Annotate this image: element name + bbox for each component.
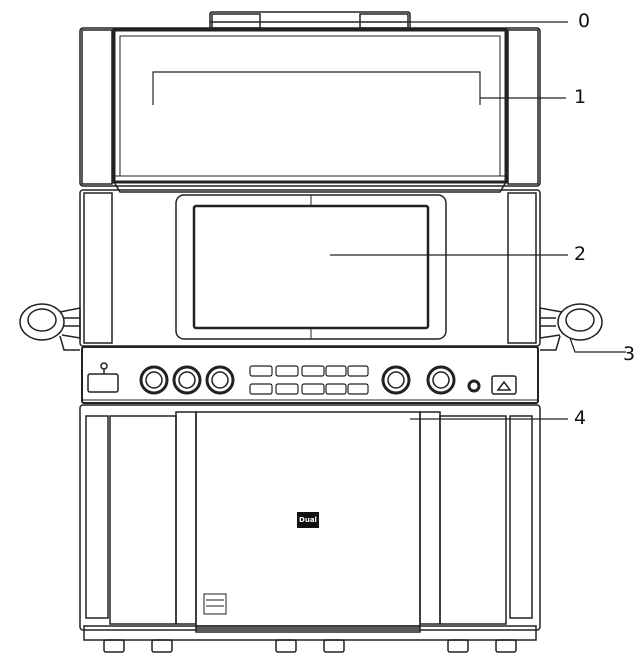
callout-3: 3 [623, 345, 634, 364]
brand-logo: Dual [297, 512, 319, 528]
eject-button [491, 375, 517, 395]
knob-3 [205, 365, 235, 395]
callout-4: 4 [574, 407, 587, 429]
cd-module [79, 404, 541, 631]
usb-port [87, 373, 119, 393]
right-mic-holder [539, 303, 603, 351]
knob-5 [426, 365, 456, 395]
knob-2 [172, 365, 202, 395]
button-grid [249, 365, 369, 395]
left-mic-holder [19, 303, 81, 351]
knob-1 [139, 365, 169, 395]
leader-lines [330, 21, 626, 420]
callout-1: 1 [574, 86, 587, 108]
callout-0: 0 [578, 10, 591, 32]
knob-4 [381, 365, 411, 395]
display-module [79, 189, 541, 347]
top-speaker-module [79, 27, 541, 193]
callout-2: 2 [574, 243, 587, 265]
mic-jack [467, 379, 481, 393]
base [83, 625, 537, 653]
control-panel [81, 346, 539, 404]
